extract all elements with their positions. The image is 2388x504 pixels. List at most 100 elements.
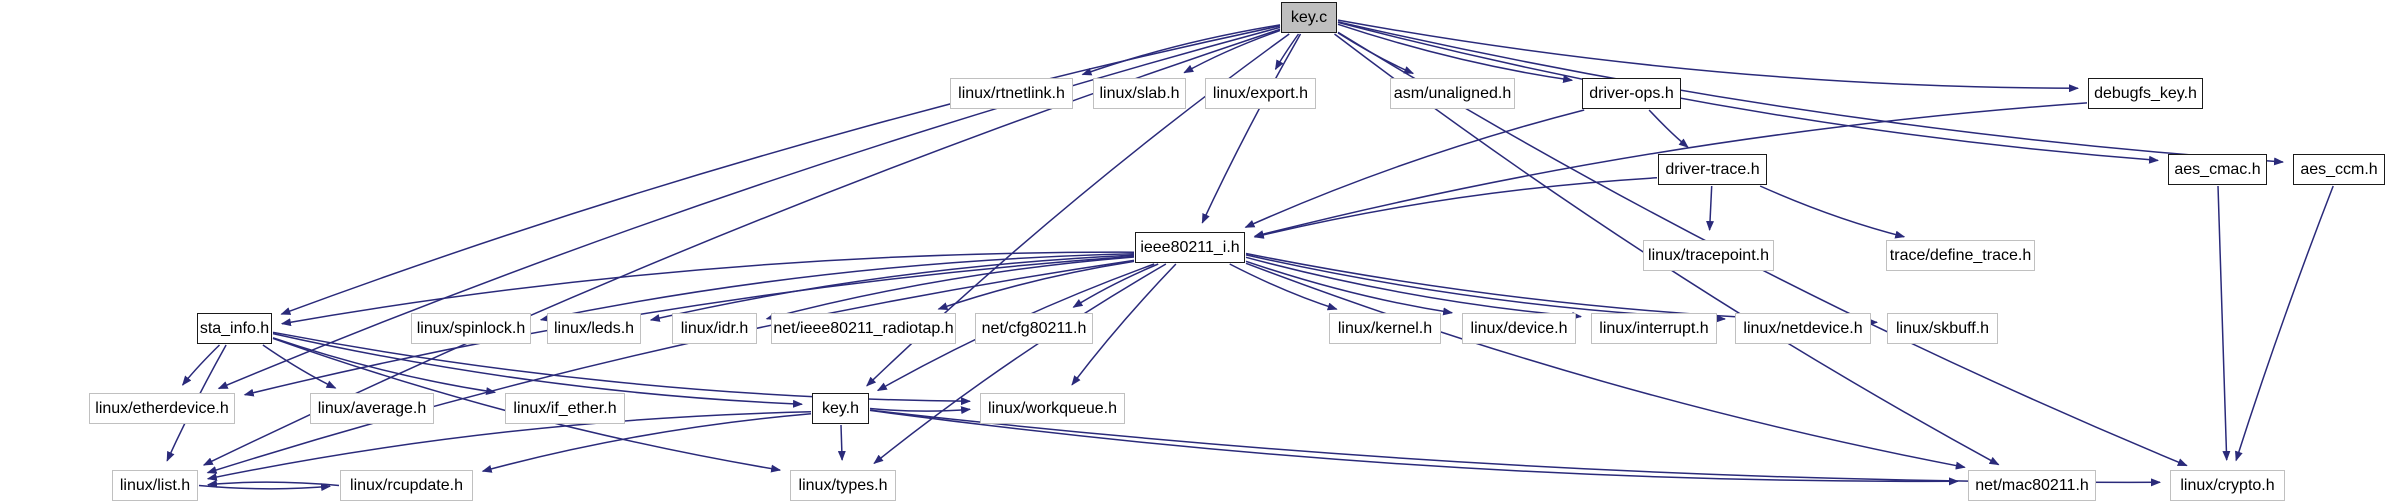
- graph-node-driver-trace-h[interactable]: driver-trace.h: [1658, 154, 1767, 185]
- graph-edge: [1245, 256, 1582, 320]
- node-label: linux/leds.h: [553, 319, 635, 337]
- graph-node-linux-list-h[interactable]: linux/list.h: [112, 470, 198, 501]
- node-label: key.h: [821, 399, 860, 417]
- graph-edge: [1245, 262, 1966, 470]
- node-label: debugfs_key.h: [2094, 84, 2197, 102]
- graph-edge: [262, 344, 337, 389]
- graph-edge: [280, 25, 1281, 315]
- node-label: net/mac80211.h: [1975, 476, 2089, 494]
- node-label: linux/slab.h: [1099, 84, 1180, 102]
- node-label: linux/rtnetlink.h: [958, 84, 1065, 102]
- node-label: trace/define_trace.h: [1889, 246, 2032, 264]
- node-label: linux/tracepoint.h: [1648, 246, 1769, 264]
- graph-node-linux-etherdevice-h[interactable]: linux/etherdevice.h: [89, 393, 235, 424]
- graph-edge: [1759, 185, 1906, 239]
- graph-node-driver-ops-h[interactable]: driver-ops.h: [1582, 78, 1681, 109]
- graph-edge: [1072, 263, 1159, 308]
- graph-node-linux-if-ether-h[interactable]: linux/if_ether.h: [505, 393, 625, 424]
- graph-edge: [198, 483, 331, 492]
- node-label: linux/skbuff.h: [1895, 319, 1990, 337]
- graph-edge: [1274, 33, 1300, 71]
- graph-edge: [1245, 260, 1454, 316]
- graph-edge: [1706, 185, 1715, 231]
- graph-edge: [869, 406, 971, 415]
- graph-node-net-ieee80211-radiotap-h[interactable]: net/ieee80211_radiotap.h: [771, 313, 956, 344]
- graph-edge: [765, 256, 1135, 321]
- node-label: aes_cmac.h: [2174, 160, 2261, 178]
- node-label: linux/etherdevice.h: [95, 399, 229, 417]
- node-label: linux/kernel.h: [1337, 319, 1433, 337]
- graph-node-linux-interrupt-h[interactable]: linux/interrupt.h: [1591, 313, 1717, 344]
- graph-node-trace-define-trace-h[interactable]: trace/define_trace.h: [1886, 240, 2035, 271]
- graph-edge: [937, 260, 1135, 310]
- node-label: linux/netdevice.h: [1743, 319, 1863, 337]
- graph-edge: [2235, 185, 2334, 462]
- graph-edge: [1229, 263, 1338, 311]
- graph-edge: [837, 424, 846, 461]
- node-label: asm/unaligned.h: [1393, 84, 1512, 102]
- node-label: linux/workqueue.h: [988, 399, 1117, 417]
- graph-edge: [272, 337, 497, 396]
- graph-node-sta-info-h[interactable]: sta_info.h: [197, 313, 272, 344]
- node-label: driver-trace.h: [1665, 160, 1760, 178]
- node-label: ieee80211_i.h: [1140, 238, 1240, 256]
- graph-edge: [1337, 32, 1415, 75]
- graph-edge: [649, 254, 1135, 322]
- graph-node-linux-device-h[interactable]: linux/device.h: [1462, 313, 1576, 344]
- graph-edge: [207, 479, 340, 488]
- node-label: net/cfg80211.h: [981, 319, 1087, 337]
- node-label: aes_ccm.h: [2300, 160, 2378, 178]
- graph-edge: [2217, 185, 2231, 461]
- graph-edge: [873, 263, 1167, 465]
- graph-edge: [1253, 177, 1658, 239]
- graph-node-net-mac80211-h[interactable]: net/mac80211.h: [1968, 470, 2096, 501]
- graph-edge: [1201, 33, 1302, 224]
- node-label: linux/list.h: [119, 476, 191, 494]
- graph-node-aes-cmac-h[interactable]: aes_cmac.h: [2168, 154, 2267, 185]
- graph-node-linux-slab-h[interactable]: linux/slab.h: [1093, 78, 1186, 109]
- graph-node-linux-export-h[interactable]: linux/export.h: [1205, 78, 1316, 109]
- graph-node-key-h[interactable]: key.h: [812, 393, 869, 424]
- graph-node-linux-idr-h[interactable]: linux/idr.h: [672, 313, 757, 344]
- graph-node-linux-rcupdate-h[interactable]: linux/rcupdate.h: [340, 470, 473, 501]
- graph-node-linux-types-h[interactable]: linux/types.h: [790, 470, 896, 501]
- graph-edge: [1244, 109, 1585, 228]
- graph-node-linux-spinlock-h[interactable]: linux/spinlock.h: [411, 313, 531, 344]
- graph-node-asm-unaligned-h[interactable]: asm/unaligned.h: [1390, 78, 1515, 109]
- graph-node-ieee80211-i-h[interactable]: ieee80211_i.h: [1135, 232, 1245, 263]
- graph-node-linux-kernel-h[interactable]: linux/kernel.h: [1329, 313, 1441, 344]
- graph-node-key-c: key.c: [1281, 2, 1337, 33]
- node-label: linux/device.h: [1470, 319, 1568, 337]
- node-label: linux/idr.h: [680, 319, 749, 337]
- node-label: linux/if_ether.h: [513, 399, 617, 417]
- node-label: linux/crypto.h: [2180, 476, 2275, 494]
- graph-edge: [539, 253, 1135, 322]
- graph-edge: [1183, 29, 1281, 74]
- graph-node-linux-tracepoint-h[interactable]: linux/tracepoint.h: [1643, 240, 1774, 271]
- graph-edge: [1648, 109, 1689, 148]
- node-label: linux/export.h: [1212, 84, 1309, 102]
- node-label: linux/average.h: [317, 399, 427, 417]
- graph-node-linux-skbuff-h[interactable]: linux/skbuff.h: [1887, 313, 1998, 344]
- graph-node-linux-average-h[interactable]: linux/average.h: [310, 393, 434, 424]
- graph-node-linux-workqueue-h[interactable]: linux/workqueue.h: [980, 393, 1125, 424]
- node-label: linux/spinlock.h: [416, 319, 526, 337]
- node-label: driver-ops.h: [1589, 84, 1674, 102]
- graph-node-net-cfg80211-h[interactable]: net/cfg80211.h: [975, 313, 1093, 344]
- node-label: sta_info.h: [199, 319, 270, 337]
- graph-node-linux-crypto-h[interactable]: linux/crypto.h: [2170, 470, 2285, 501]
- node-label: linux/types.h: [798, 476, 888, 494]
- graph-node-linux-rtnetlink-h[interactable]: linux/rtnetlink.h: [950, 78, 1073, 109]
- node-label: net/ieee80211_radiotap.h: [773, 319, 954, 337]
- graph-node-linux-netdevice-h[interactable]: linux/netdevice.h: [1735, 313, 1871, 344]
- graph-node-debugfs-key-h[interactable]: debugfs_key.h: [2088, 78, 2203, 109]
- node-label: key.c: [1290, 8, 1328, 26]
- graph-edge: [1081, 24, 1281, 76]
- graph-edge: [206, 259, 1135, 474]
- node-label: linux/interrupt.h: [1599, 319, 1709, 337]
- graph-node-linux-leds-h[interactable]: linux/leds.h: [547, 313, 641, 344]
- node-label: linux/rcupdate.h: [350, 476, 463, 494]
- graph-node-aes-ccm-h[interactable]: aes_ccm.h: [2293, 154, 2385, 185]
- graph-edge: [1245, 252, 1878, 327]
